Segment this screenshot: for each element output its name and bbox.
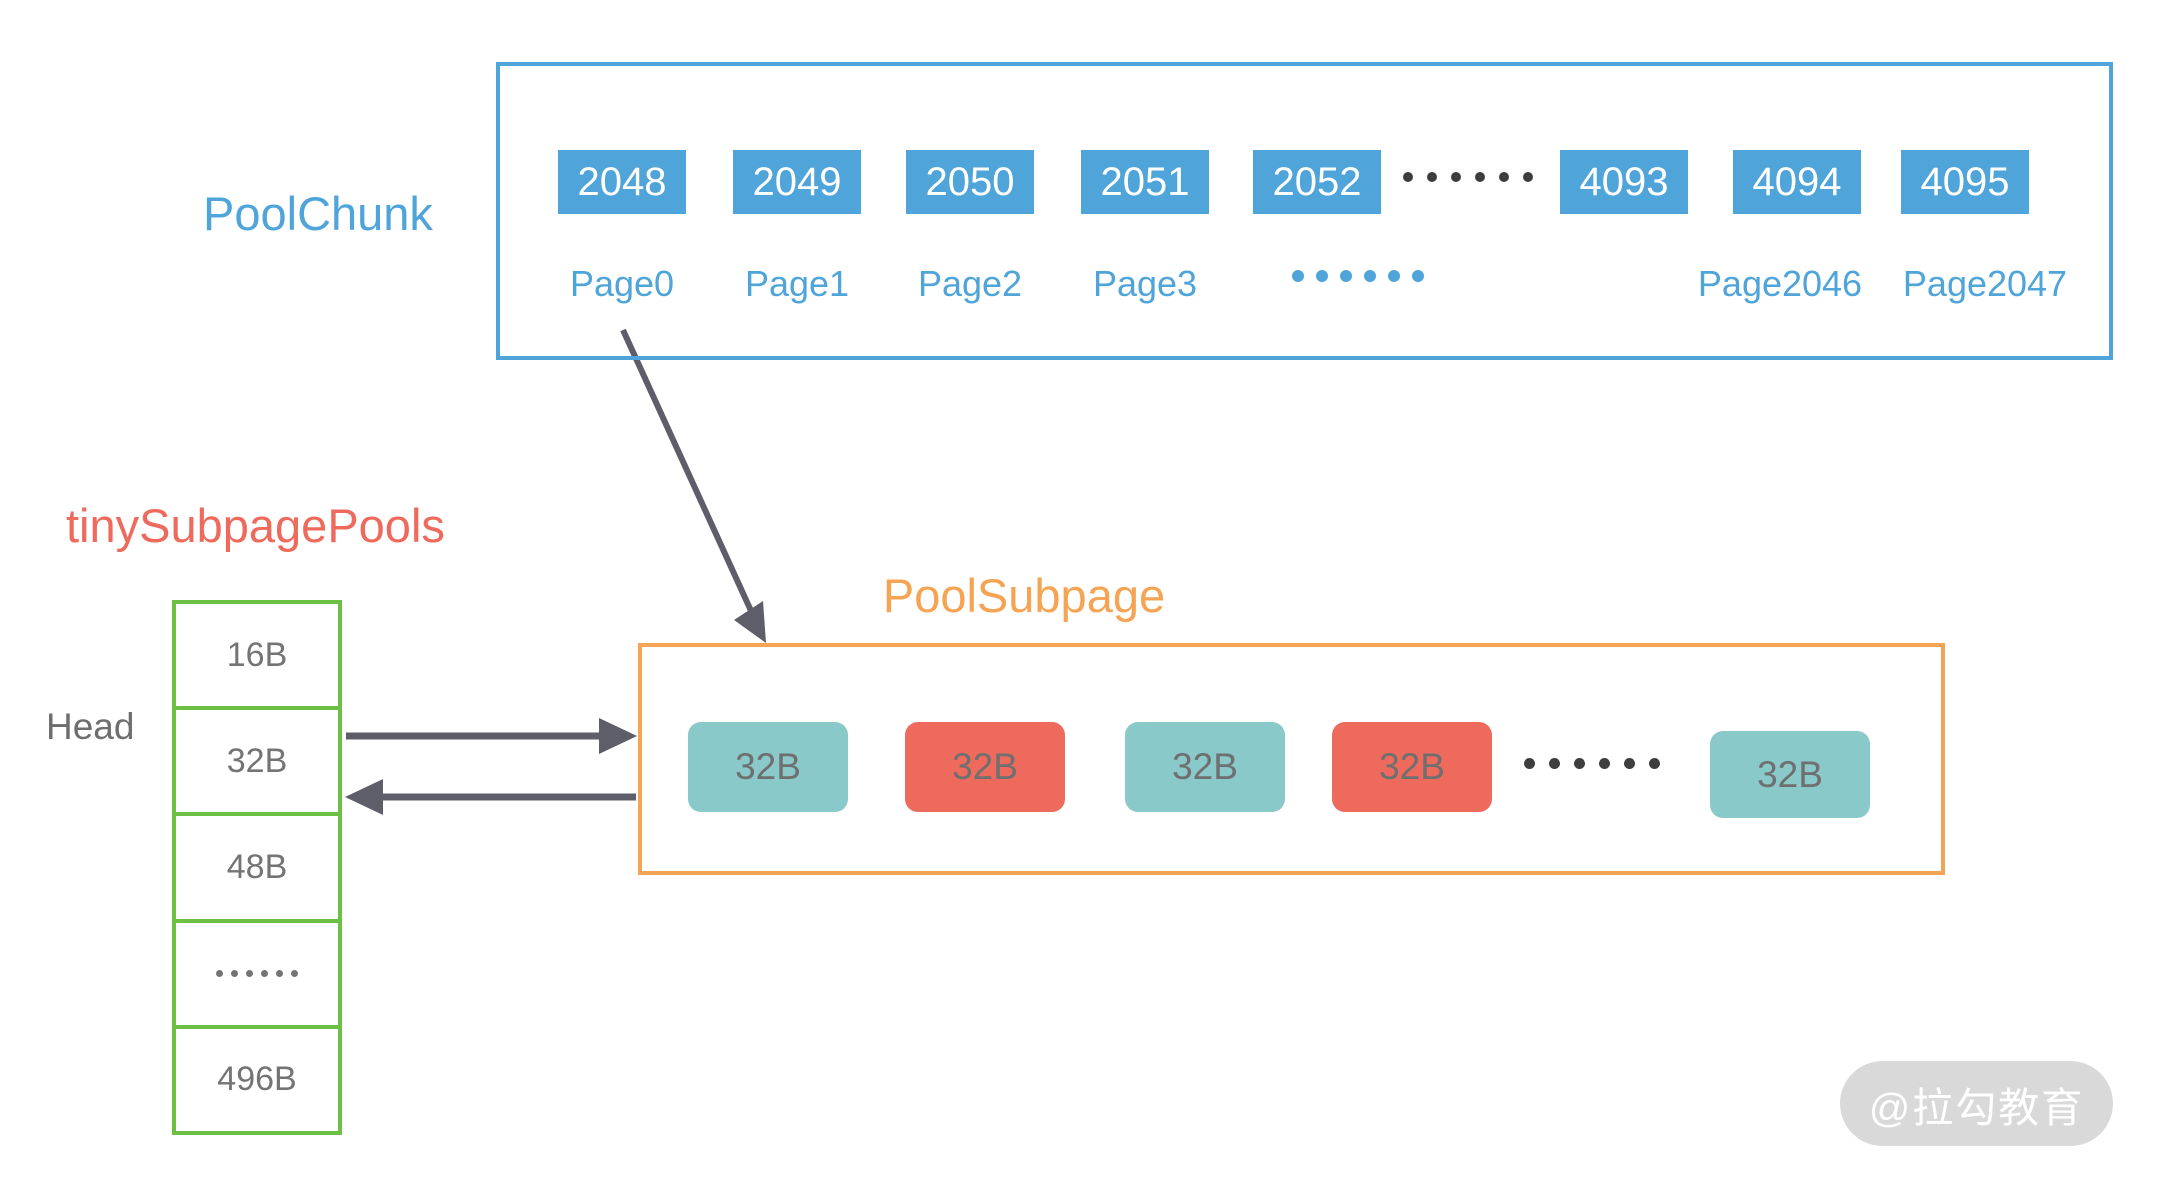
page-label-2047: Page2047	[1902, 263, 2068, 304]
head-label: Head	[46, 706, 135, 747]
subpage-cell-2: 32B	[905, 722, 1065, 812]
page-label-1: Page1	[744, 263, 850, 304]
subpage-cell-3: 32B	[1125, 722, 1285, 812]
chunk-cell-2048: 2048	[558, 150, 686, 214]
chunk-cell-2049: 2049	[733, 150, 861, 214]
page0-to-subpage-arrow	[620, 328, 766, 643]
head-to-subpage-arrow	[346, 718, 637, 754]
subpage-to-head-arrow	[345, 779, 636, 815]
tinysubpagepools-label: tinySubpagePools	[66, 499, 445, 552]
table-row-48b: 48B	[176, 816, 338, 923]
subpage-cell-4: 32B	[1332, 722, 1492, 812]
page-label-3: Page3	[1092, 263, 1198, 304]
poolsubpage-label: PoolSubpage	[882, 569, 1166, 622]
page-label-2046: Page2046	[1697, 263, 1863, 304]
poolchunk-label: PoolChunk	[203, 187, 433, 240]
page-label-0: Page0	[569, 263, 675, 304]
table-row-16b: 16B	[176, 604, 338, 711]
subpage-cell-1: 32B	[688, 722, 848, 812]
watermark-badge: @拉勾教育	[1840, 1061, 2113, 1146]
subpage-row-ellipsis	[1524, 758, 1660, 769]
chunk-cell-2050: 2050	[906, 150, 1034, 214]
page-row-ellipsis	[1292, 270, 1424, 282]
table-row-32b: 32B	[176, 710, 338, 817]
chunk-cell-4093: 4093	[1560, 150, 1688, 214]
chunk-cell-4094: 4094	[1733, 150, 1861, 214]
tinysubpagepools-table: 16B 32B 48B 496B	[172, 600, 342, 1135]
watermark-text: @拉勾教育	[1868, 1084, 2085, 1131]
chunk-cell-4095: 4095	[1901, 150, 2029, 214]
chunk-cell-2051: 2051	[1081, 150, 1209, 214]
poolsubpage-box	[638, 643, 1945, 875]
page-label-2: Page2	[917, 263, 1023, 304]
table-row-496b: 496B	[217, 1060, 297, 1099]
poolchunk-box	[496, 62, 2113, 360]
table-row-ellipsis	[176, 923, 338, 1029]
table-ellipsis-dots	[216, 970, 298, 978]
chunk-row-ellipsis	[1403, 172, 1533, 182]
subpage-cell-5: 32B	[1710, 731, 1870, 818]
chunk-cell-2052: 2052	[1253, 150, 1381, 214]
